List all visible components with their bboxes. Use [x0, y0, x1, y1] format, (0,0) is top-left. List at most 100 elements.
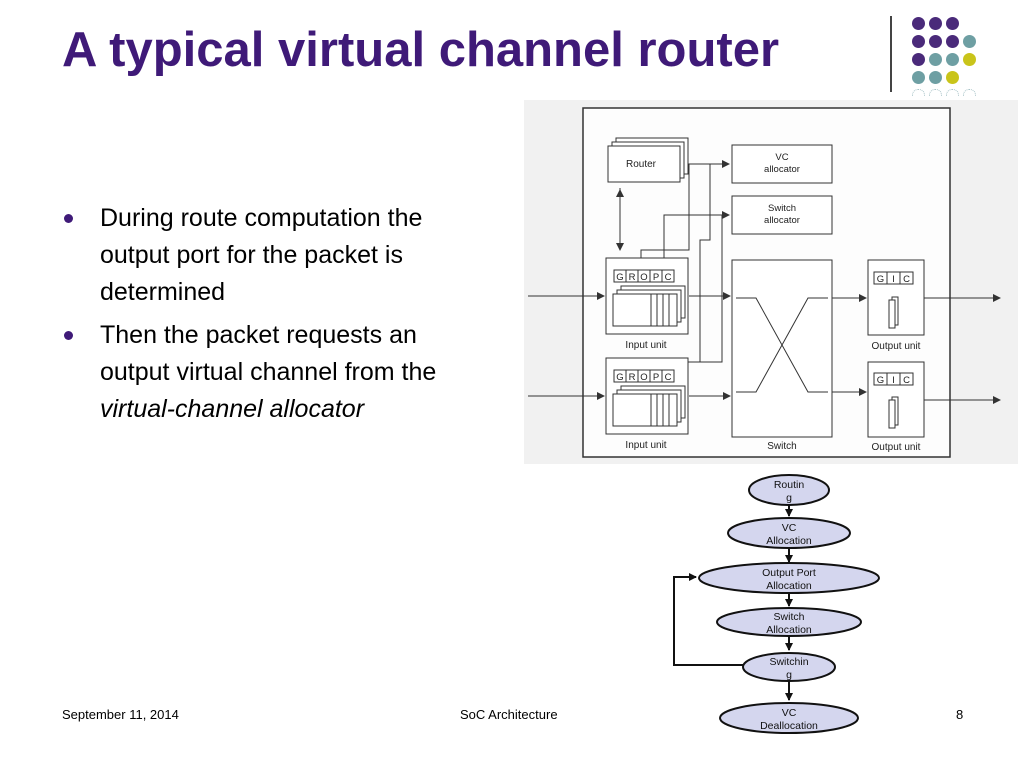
- output-unit-label: Output unit: [872, 341, 921, 352]
- output-field-label: G: [877, 375, 884, 386]
- input-unit-label: Input unit: [625, 340, 666, 351]
- bullet-icon: [64, 331, 73, 340]
- output-field-cell: [899, 271, 914, 285]
- dot-icon: [912, 35, 925, 48]
- input-field-label: O: [640, 372, 647, 383]
- bullet-item: During route computation the output port…: [62, 200, 472, 311]
- switch-allocator-label-line2: allocator: [764, 215, 800, 226]
- stage-ellipse: [727, 517, 851, 549]
- router-diagram: Router VC allocator Switch allocator Inp…: [524, 100, 1018, 464]
- stage-ellipse: [719, 702, 859, 734]
- stage-label-line1: VC: [782, 522, 797, 534]
- output-field-cell: [899, 372, 914, 386]
- stage-label-line1: Routin: [774, 479, 805, 491]
- vc-allocator-label-line1: VC: [775, 152, 788, 163]
- stage-label-line1: Output Port: [762, 567, 816, 579]
- dot-icon: [963, 35, 976, 48]
- title-divider: [890, 16, 892, 92]
- output-field-label: I: [892, 375, 895, 386]
- dot-icon: [929, 89, 942, 96]
- footer-date: September 11, 2014: [62, 707, 179, 722]
- input-field-cell: [661, 269, 675, 283]
- dot-icon: [912, 17, 925, 30]
- input-field-label: R: [629, 372, 636, 383]
- dot-icon: [929, 53, 942, 66]
- input-unit-label: Input unit: [625, 440, 666, 451]
- footer-course: SoC Architecture: [460, 707, 558, 722]
- dot-icon: [963, 89, 976, 96]
- dot-icon: [929, 71, 942, 84]
- input-field-label: G: [616, 372, 623, 383]
- dot-icon: [946, 53, 959, 66]
- dot-icon: [912, 53, 925, 66]
- footer-page-number: 8: [956, 707, 964, 722]
- router-box: Router: [607, 137, 689, 183]
- output-field-label: I: [892, 274, 895, 285]
- dot-icon: [946, 89, 959, 96]
- vc-allocator-label-line2: allocator: [764, 164, 800, 175]
- dot-icon: [963, 53, 976, 66]
- input-field-label: C: [665, 272, 672, 283]
- output-field-label: C: [903, 375, 910, 386]
- dot-icon: [929, 17, 942, 30]
- stage-label-line2: g: [786, 669, 792, 681]
- dot-icon: [946, 35, 959, 48]
- bullet-text-italic: virtual-channel allocator: [100, 395, 365, 423]
- switch-allocator-box: Switch allocator: [731, 195, 833, 235]
- stage-label-line1: VC: [782, 707, 797, 719]
- stage-label-line2: Allocation: [766, 580, 812, 592]
- input-field-label: C: [665, 372, 672, 383]
- bullet-text: During route computation the output port…: [100, 204, 423, 306]
- input-field-label: R: [629, 272, 636, 283]
- input-field-label: P: [653, 272, 659, 283]
- stage-ellipse: [716, 607, 862, 637]
- router-label: Router: [626, 159, 657, 170]
- slide-title: A typical virtual channel router: [62, 23, 780, 77]
- output-field-label: G: [877, 274, 884, 285]
- switch-label: Switch: [767, 441, 796, 452]
- input-field-label: O: [640, 272, 647, 283]
- output-unit-label: Output unit: [872, 442, 921, 453]
- stage-label-line2: g: [786, 492, 792, 504]
- input-unit-bottom: Input unit: [605, 357, 689, 451]
- vc-allocator-box: VC allocator: [731, 144, 833, 184]
- dot-icon: [912, 89, 925, 96]
- output-field-label: C: [903, 274, 910, 285]
- stage-label-line2: Allocation: [766, 535, 812, 547]
- stage-ellipse: [748, 474, 830, 506]
- switch-allocator-label-line1: Switch: [768, 203, 796, 214]
- input-field-cell: [661, 369, 675, 383]
- dot-icon: [946, 71, 959, 84]
- dot-icon: [946, 17, 959, 30]
- stage-ellipse: [742, 652, 836, 682]
- control-lines: [616, 160, 730, 370]
- bullet-item: Then the packet requests an output virtu…: [62, 317, 472, 428]
- switch-box: Switch: [731, 259, 833, 452]
- stage-label-line2: Deallocation: [760, 720, 818, 732]
- stage-label-line1: Switchin: [769, 656, 808, 668]
- bullet-icon: [64, 214, 73, 223]
- stage-label-line2: Allocation: [766, 624, 812, 636]
- pipeline-connectors: [673, 504, 793, 701]
- stage-ellipse: [698, 562, 880, 594]
- input-field-label: P: [653, 372, 659, 383]
- dot-icon: [912, 71, 925, 84]
- dot-icon: [929, 35, 942, 48]
- stage-label-line1: Switch: [774, 611, 805, 623]
- data-path-arrows: [528, 292, 1001, 404]
- input-field-label: G: [616, 272, 623, 283]
- bullet-list: During route computation the output port…: [62, 200, 472, 434]
- bullet-text: Then the packet requests an output virtu…: [100, 321, 437, 386]
